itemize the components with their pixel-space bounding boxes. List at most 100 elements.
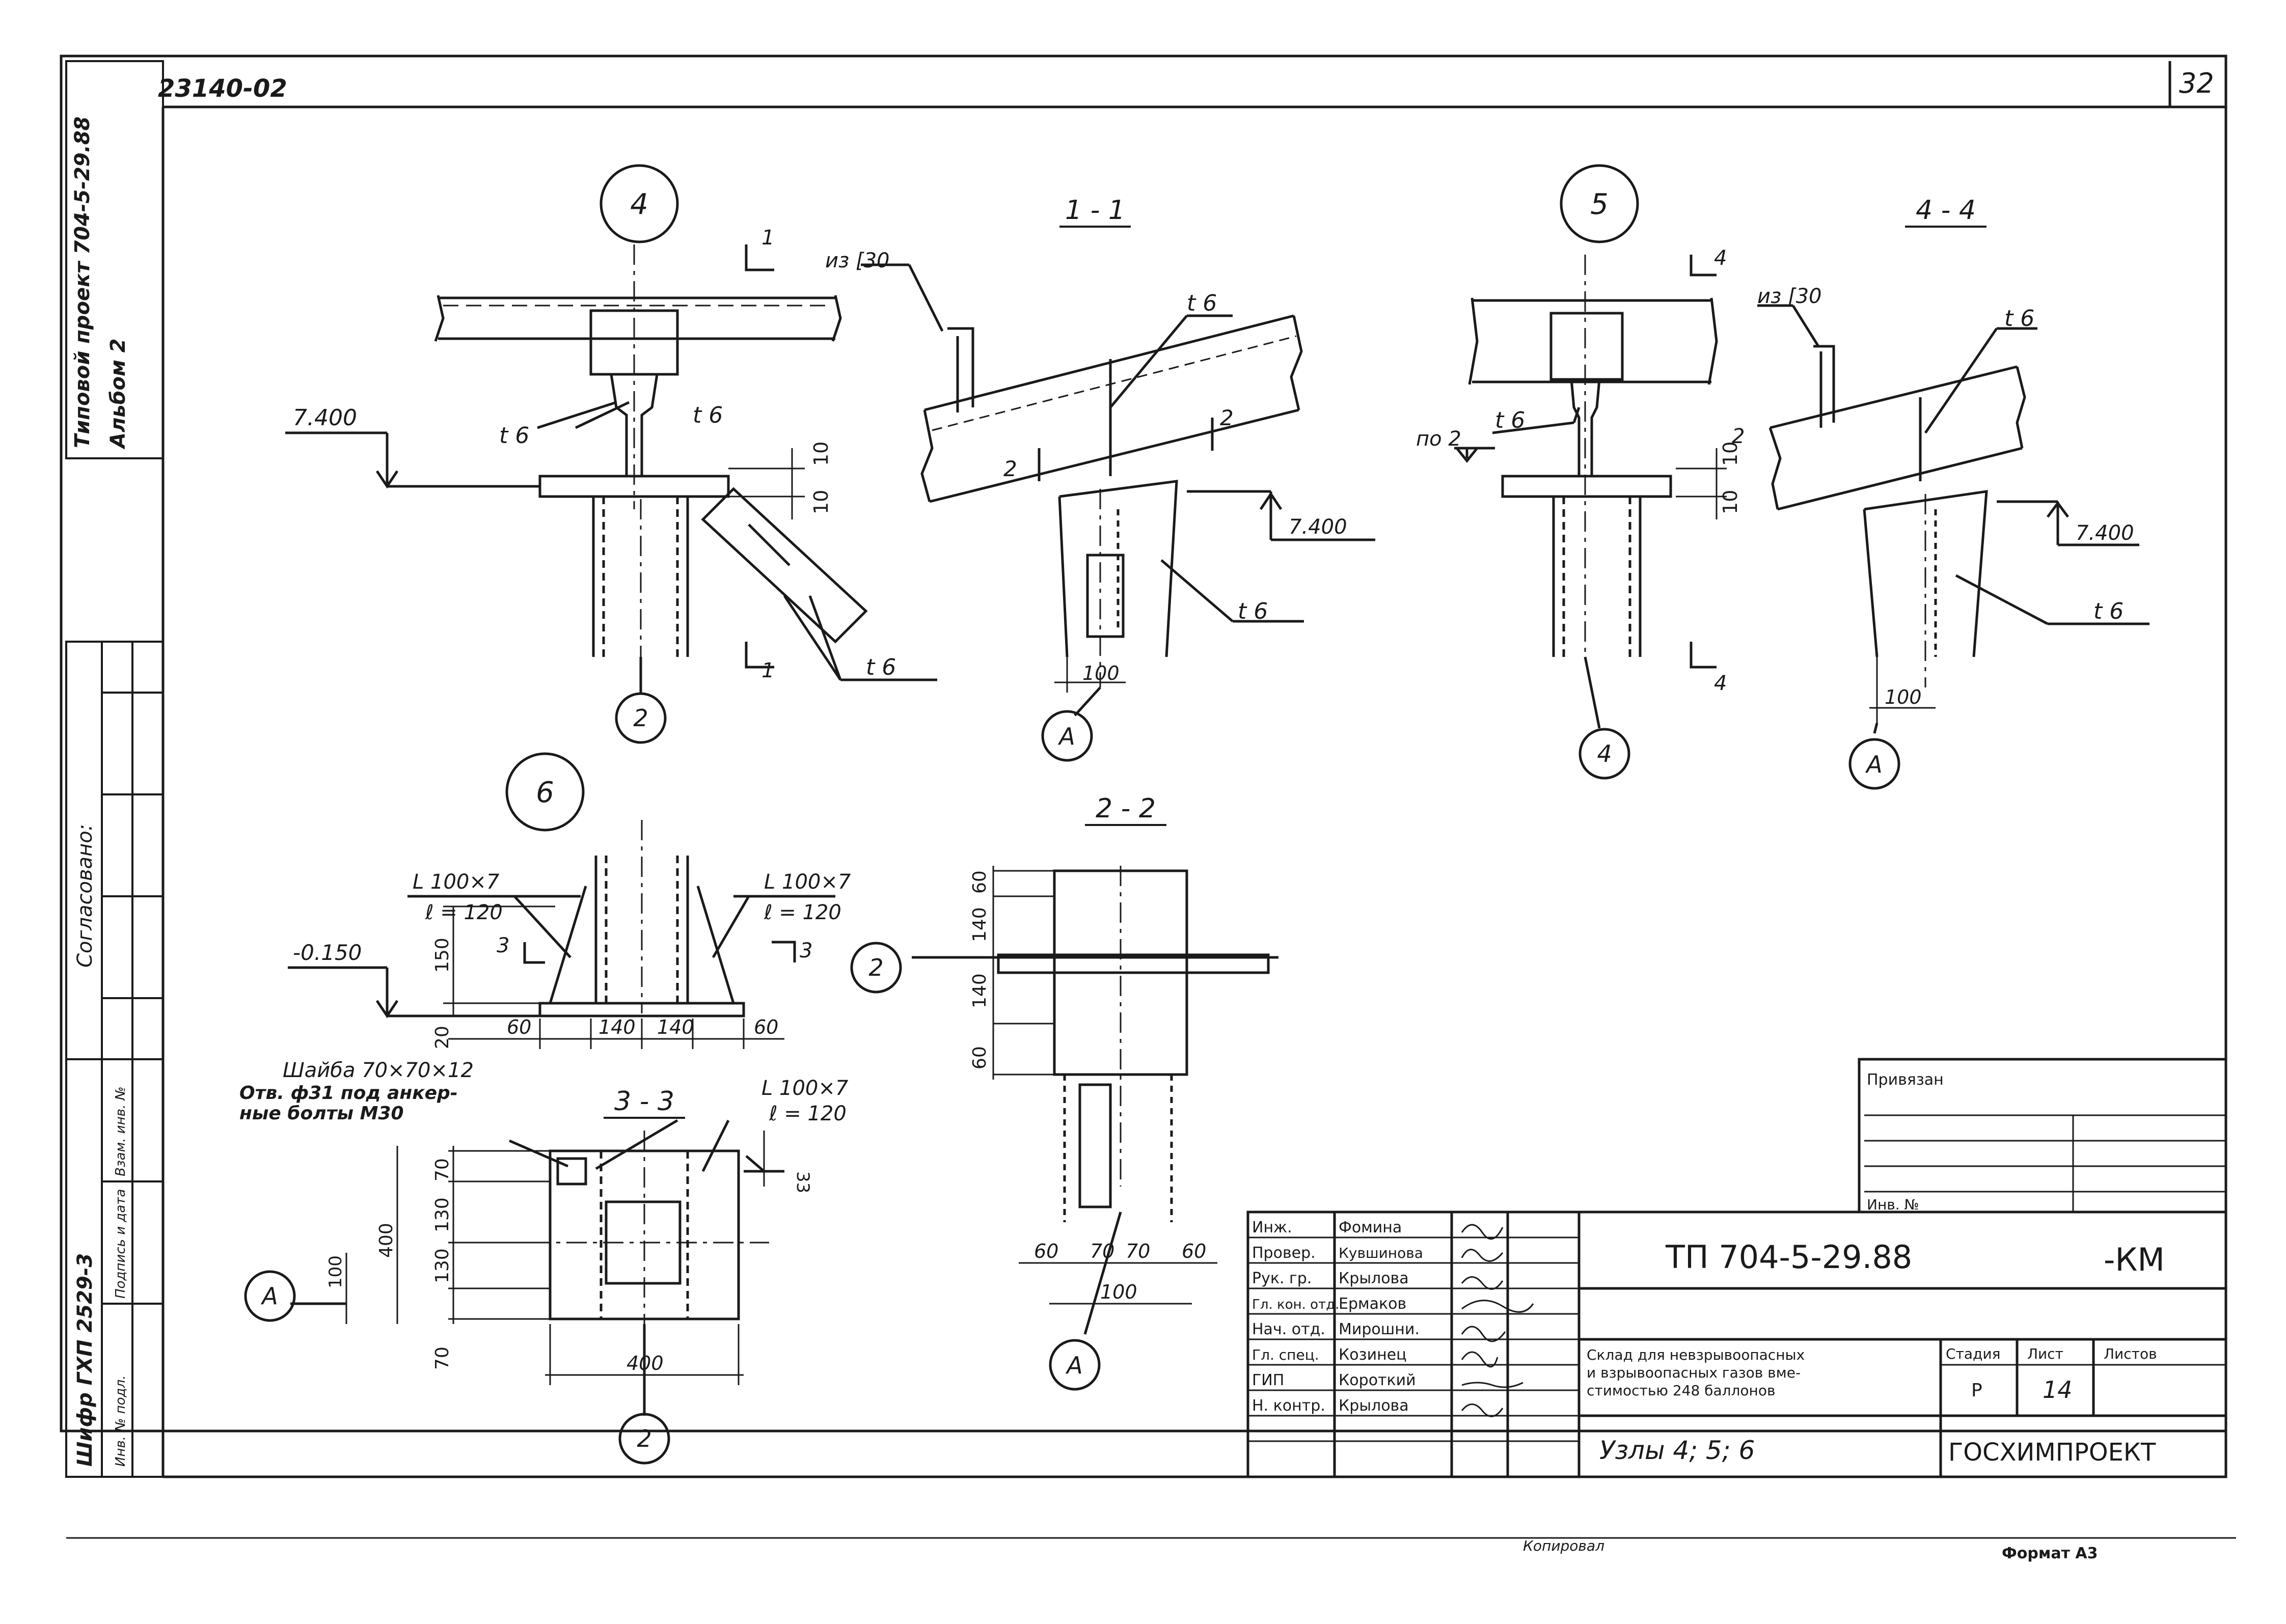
node-6-dim-v2: 20	[432, 1026, 453, 1049]
project-title-vertical: Типовой проект 704-5-29.88	[71, 117, 94, 448]
title-code: ТП 704-5-29.88	[1665, 1238, 1912, 1276]
title-sheet-h: Лист	[2027, 1345, 2063, 1362]
title-stage-h: Стадия	[1946, 1345, 2000, 1362]
sign-date-vertical: Подпись и дата	[113, 1189, 128, 1299]
node-6-angle1: L 100×7	[413, 870, 500, 894]
name-1: Кувшинова	[1339, 1245, 1423, 1261]
footer-format: Формат А3	[2002, 1545, 2098, 1562]
section-2-2-axis-left: 2	[868, 954, 883, 981]
code-vertical: Шифр ГХП 2529-3	[73, 1253, 97, 1467]
section-1-1-plate2: t 6	[1238, 598, 1268, 624]
role-2: Рук. гр.	[1252, 1270, 1312, 1287]
section-4-4-plate: t 6	[2004, 306, 2034, 332]
section-2-2-dim-h2: 70	[1126, 1240, 1150, 1262]
name-2: Крылова	[1339, 1270, 1409, 1287]
section-2-2-dim-v3: 60	[969, 1046, 990, 1069]
node-4-circle	[600, 164, 679, 243]
section-3-3-axis-bottom: 2	[637, 1425, 651, 1452]
section-1-1-mark2: 2	[1220, 405, 1234, 430]
section-3-3-axis-left-circle	[244, 1270, 296, 1322]
left-margin-strip	[65, 60, 164, 1478]
title-block	[1246, 1058, 2227, 1478]
role-5: Гл. спец.	[1252, 1346, 1319, 1363]
title-roles: Инж. Провер. Рук. гр. Гл. кон. отд. Нач.…	[1252, 1219, 1339, 1415]
title-desc3: стимостью 248 баллонов	[1587, 1382, 1775, 1399]
section-1-1-mark: 2	[1003, 456, 1017, 481]
name-6: Короткий	[1339, 1371, 1416, 1389]
footer-copied: Копировал	[1523, 1537, 1604, 1554]
node-5-mark: по 2	[1416, 427, 1461, 451]
title-subject: Узлы 4; 5; 6	[1599, 1436, 1755, 1465]
node-5-view: 5 по 2 t 6 10	[1416, 164, 1745, 780]
section-3-3-dim-v0: 70	[432, 1158, 453, 1181]
node-4-view: 4	[285, 164, 937, 744]
node-6-len2: ℓ = 120	[764, 901, 841, 924]
title-stage: Р	[1971, 1380, 1982, 1401]
section-1-1-dim: 100	[1082, 662, 1120, 684]
node-4-section-mark-b: 1	[761, 659, 774, 682]
section-4-4-title: 4 - 4	[1916, 195, 1976, 226]
node-6-view: 6	[288, 752, 851, 1049]
section-4-4-elev: 7.400	[2076, 521, 2134, 545]
section-2-2-axis-left-circle	[850, 942, 902, 994]
section-3-3-len: ℓ = 120	[769, 1102, 847, 1125]
section-4-4-plate2: t 6	[2093, 598, 2124, 624]
section-1-1-elev: 7.400	[1289, 515, 1347, 539]
node-5-circle	[1560, 164, 1639, 243]
section-3-3-dim-v2: 130	[432, 1248, 453, 1283]
node-6-mark3: 3	[497, 934, 509, 957]
section-3-3-dim-v3: 70	[432, 1346, 453, 1370]
node-6-mark3b: 3	[800, 939, 812, 962]
node-4-axis-circle	[615, 692, 667, 744]
section-4-4-dim: 100	[1885, 686, 1922, 708]
section-1-1-title: 1 - 1	[1065, 195, 1125, 226]
section-2-2-dim-v1: 140	[969, 907, 990, 942]
sheet-index: 32	[2179, 67, 2214, 99]
title-sheets-h: Листов	[2104, 1345, 2157, 1362]
title-suffix: -КМ	[2104, 1241, 2165, 1278]
title-attach: Привязан	[1867, 1071, 1944, 1089]
title-names: Фомина Кувшинова Крылова Ермаков Мирошни…	[1339, 1219, 1423, 1415]
title-org: ГОСХИМПРОЕКТ	[1948, 1438, 2156, 1467]
node-5-mark2: 2	[1732, 425, 1745, 448]
name-4: Мирошни.	[1339, 1320, 1420, 1338]
node-6-len1: ℓ = 120	[425, 901, 503, 924]
node-4-plate-brace: t 6	[866, 654, 896, 680]
node-5-plate: t 6	[1495, 407, 1525, 433]
node-4-label: 4	[630, 188, 648, 221]
node-6-dim-h1: 140	[598, 1016, 636, 1038]
section-2-2-dim-h3: 60	[1182, 1240, 1206, 1262]
node-5-dim-10a: 10	[1719, 442, 1741, 466]
node-5-axis-circle	[1579, 728, 1630, 780]
node-4-dim-10b: 10	[810, 490, 832, 514]
node-5-axis: 4	[1597, 740, 1612, 767]
role-0: Инж.	[1252, 1219, 1292, 1236]
section-3-3-axis-left: А	[260, 1282, 278, 1310]
title-sheet: 14	[2043, 1376, 2073, 1403]
section-2-2-axis-bottom: А	[1065, 1352, 1082, 1379]
node-4-dim-10a: 10	[810, 442, 832, 466]
section-3-3-washer: Шайба 70×70×12	[283, 1059, 474, 1082]
name-0: Фомина	[1339, 1219, 1402, 1236]
signatures	[1461, 1224, 1534, 1417]
section-2-2-dim-h1: 70	[1090, 1240, 1114, 1262]
section-3-3-axis-bottom-circle	[618, 1413, 670, 1465]
title-inv-no: Инв. №	[1867, 1196, 1919, 1213]
node-4-plate: t 6	[499, 423, 529, 449]
role-4: Нач. отд.	[1252, 1320, 1325, 1338]
node-6-angle2: L 100×7	[764, 870, 851, 894]
node-6-circle	[505, 752, 585, 832]
section-3-3-hole2: ные болты М30	[239, 1103, 404, 1124]
replace-inv-vertical: Взам. инв. №	[113, 1086, 128, 1176]
node-5-section-mark: 4	[1714, 246, 1727, 270]
node-4-elev: 7.400	[293, 405, 357, 431]
agreed-vertical: Согласовано:	[73, 824, 97, 968]
section-2-2-dim: 100	[1100, 1281, 1137, 1303]
section-4-4-channel: из [30	[1757, 285, 1821, 308]
node-6-dim-h2: 140	[657, 1016, 694, 1038]
role-6: ГИП	[1252, 1371, 1284, 1389]
section-2-2-title: 2 - 2	[1096, 793, 1156, 824]
section-3-3-hole1: Отв. ф31 под анкер-	[239, 1083, 458, 1104]
section-1-1-axis-circle	[1041, 710, 1093, 762]
